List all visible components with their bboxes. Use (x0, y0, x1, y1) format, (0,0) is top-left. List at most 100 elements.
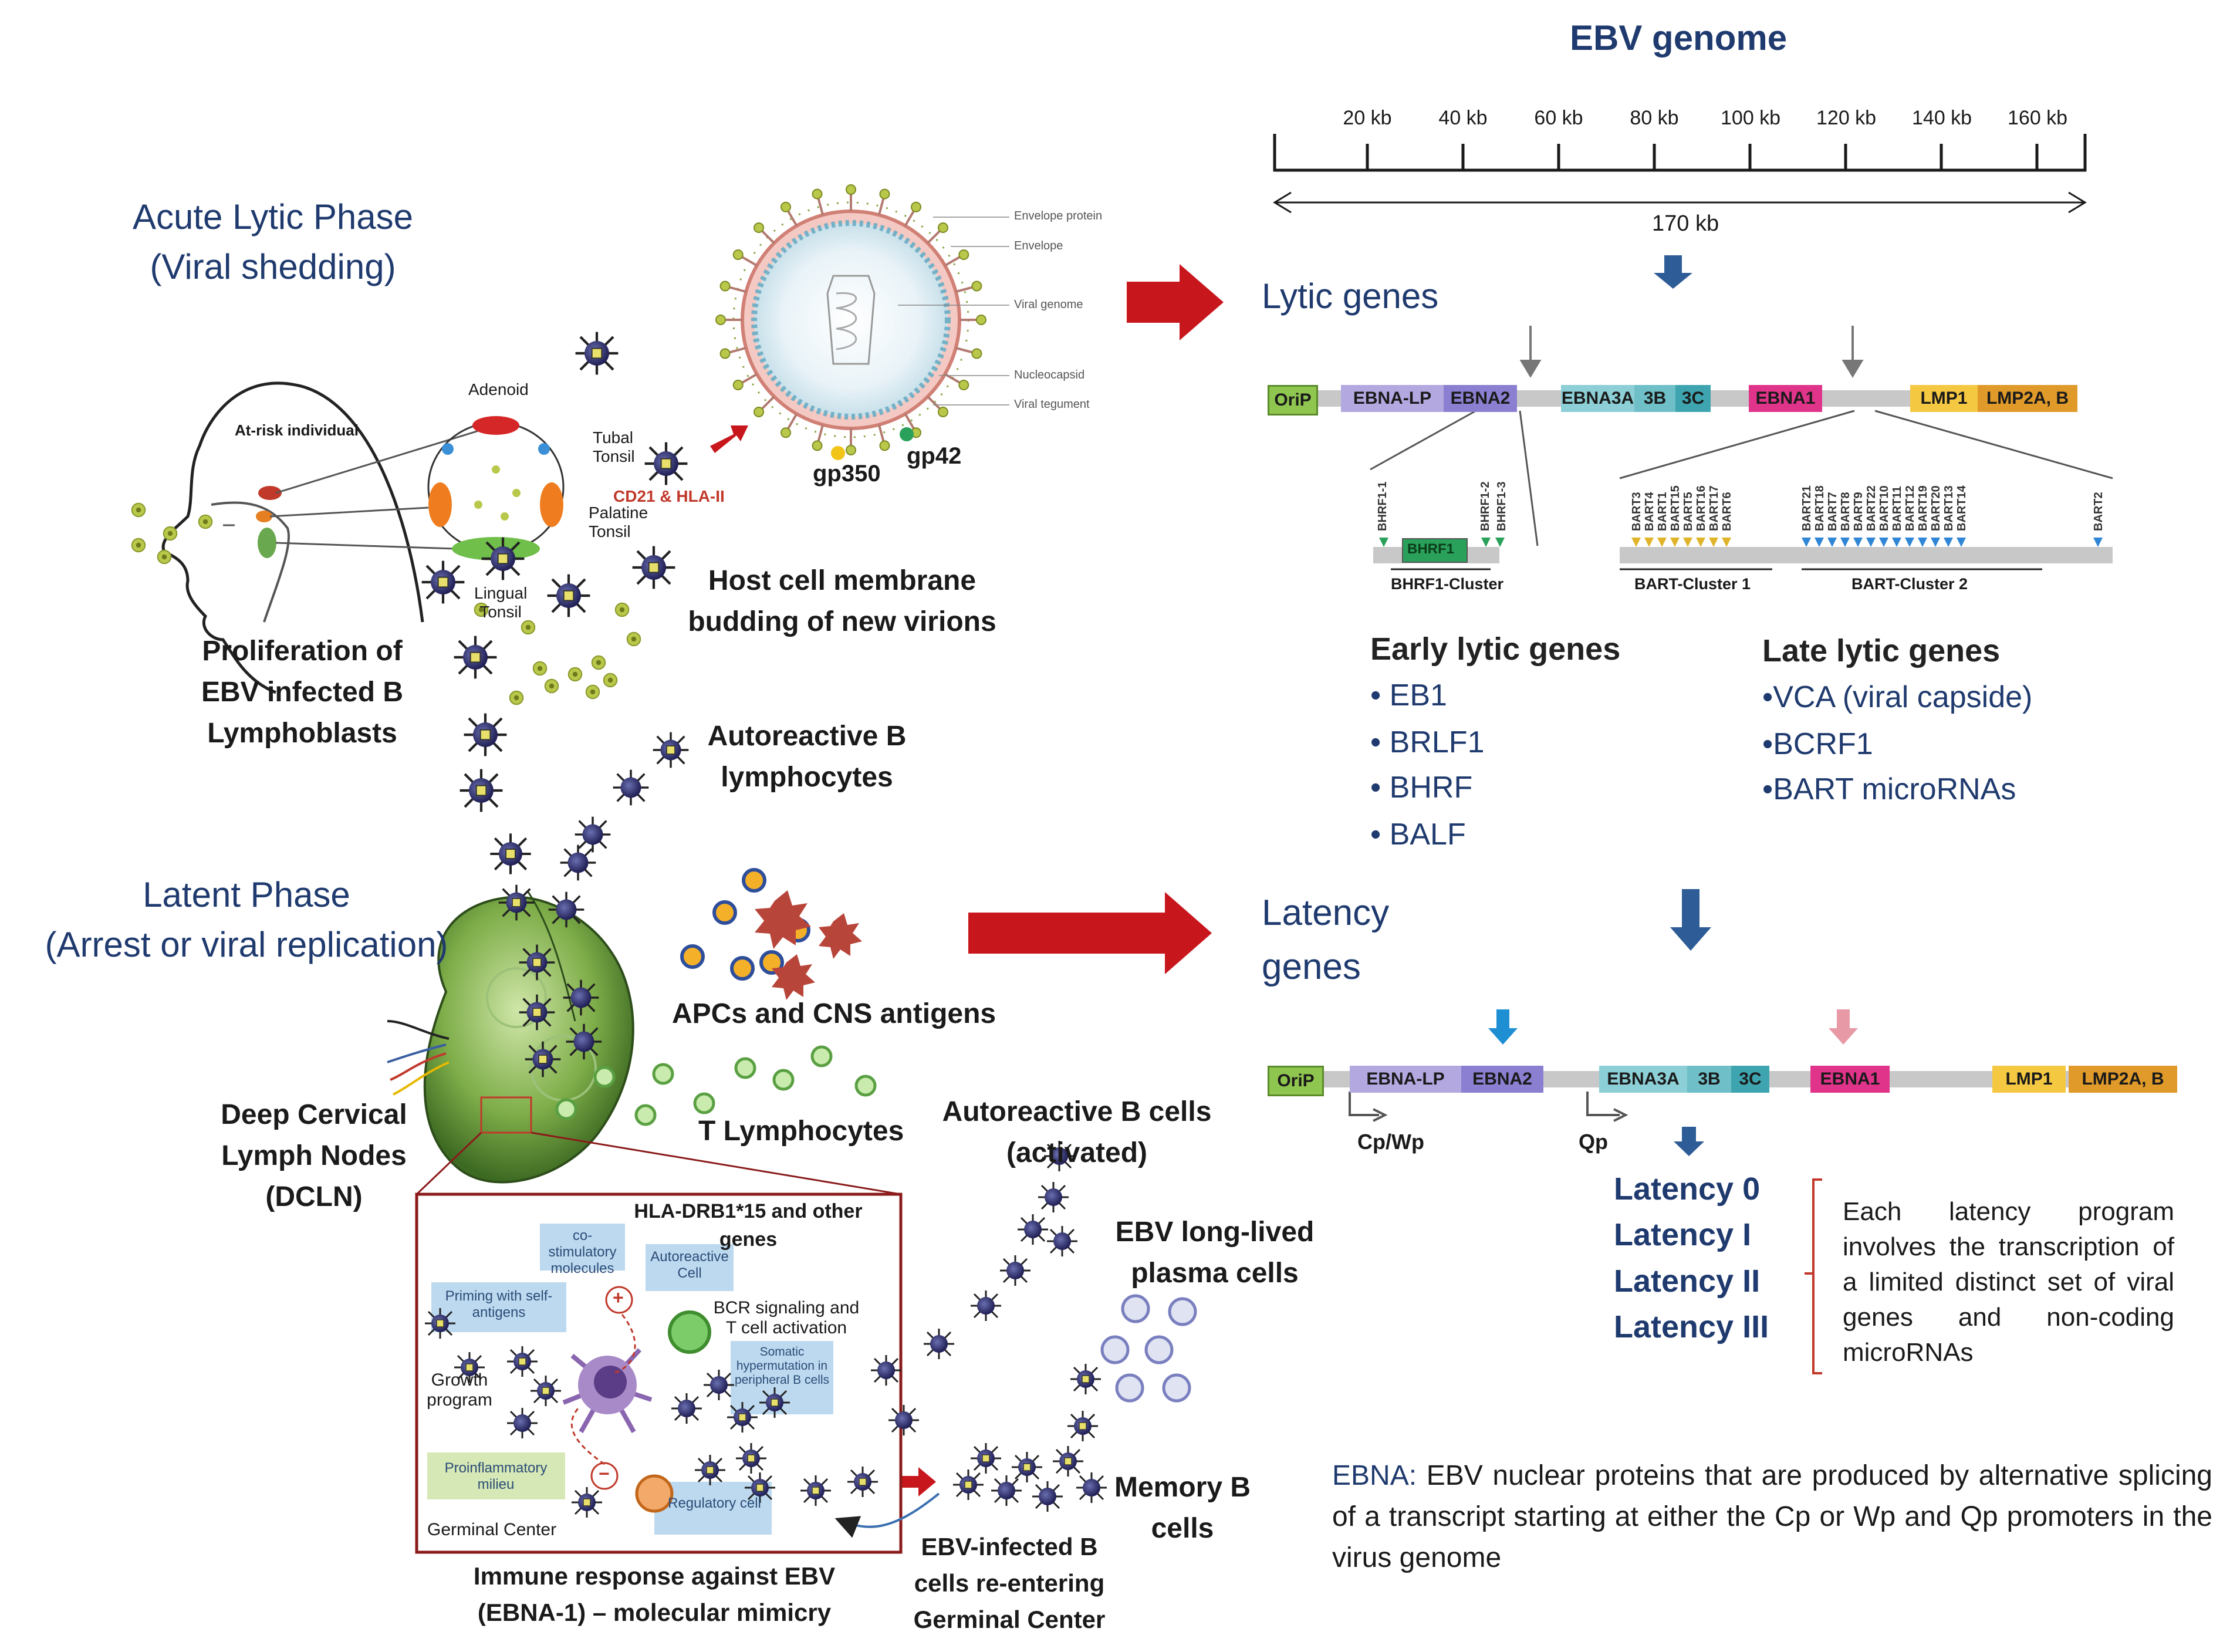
latent-title-1: Latent Phase (143, 875, 350, 914)
ebna-footnote-key: EBNA: (1332, 1460, 1417, 1491)
blue-arrow-1 (1654, 255, 1692, 289)
mirna-marker (1802, 538, 1811, 547)
mirna-marker (1379, 538, 1388, 547)
gene-3c: 3C (1675, 385, 1711, 412)
latency-bracket (1805, 1178, 1822, 1374)
latency-description: Each latency program involves the transc… (1843, 1197, 2174, 1367)
bhrf-label: BHRF1-2 (1479, 481, 1492, 531)
adenoid-label: Adenoid (468, 380, 529, 398)
dcln-label: Deep Cervical Lymph Nodes (DCLN) (221, 1099, 407, 1212)
virion-part: Viral genome (1014, 298, 1083, 311)
latency-level: Latency III (1614, 1309, 1769, 1344)
waldeyer-ring (427, 416, 565, 560)
virion-part: Envelope protein (1014, 210, 1103, 222)
mirna-label: BART22 (1865, 485, 1878, 531)
early-item: • EB1 (1370, 678, 1447, 712)
t-lymphocytes (555, 1045, 877, 1126)
early-item: • BRLF1 (1370, 725, 1485, 759)
bhrf1-box-label: BHRF1 (1407, 541, 1455, 557)
host-budding-label: Host cell membrane budding of new virion… (688, 565, 996, 637)
plasma-cells-label: EBV long-lived plasma cells (1115, 1217, 1315, 1289)
gene-ebna3a: EBNA3A (1561, 385, 1634, 412)
red-arrow-to-lytic (1127, 264, 1224, 340)
mirna-marker (1905, 538, 1914, 547)
mirna-label: BART17 (1708, 485, 1721, 531)
blue-arrow-3 (1674, 1127, 1704, 1156)
mirna-label: BART19 (1917, 485, 1930, 531)
mirna-marker (1722, 538, 1731, 547)
mirna-label: BART14 (1955, 485, 1968, 531)
gene-orip: OriP (1268, 1066, 1324, 1096)
mirna-label: BART4 (1643, 492, 1656, 531)
virion-part: Viral tegument (1014, 398, 1090, 411)
mirna-marker (1853, 538, 1863, 547)
mirna-label: BART2 (2092, 492, 2105, 531)
growth-program-label: Growth program (427, 1370, 492, 1410)
gene-ebna-lp: EBNA-LP (1341, 385, 1444, 412)
mirna-label: BART13 (1942, 485, 1955, 531)
gene-ebna-lp: EBNA-LP (1350, 1066, 1461, 1093)
genome-tick-label: 60 kb (1534, 107, 1583, 129)
acute-title-2: (Viral shedding) (150, 247, 396, 286)
bhrf-label: BHRF1-3 (1495, 481, 1508, 531)
promoter-cp: Cp/Wp (1357, 1130, 1424, 1154)
memory-b-cells-label: Memory B cells (1114, 1472, 1251, 1544)
latency-level: Latency 0 (1614, 1171, 1761, 1207)
red-arrow-to-virion (710, 425, 748, 453)
envelope-glycoprotein (846, 184, 856, 195)
envelope-glycoprotein (937, 222, 948, 234)
tubal-tonsil-label: Tubal Tonsil (593, 428, 635, 465)
late-item: •VCA (viral capside) (1762, 680, 2033, 714)
germinal-center-label: Germinal Center (427, 1520, 557, 1539)
regulatory-cell-label: Regulatory cell (668, 1495, 761, 1511)
envelope-glycoprotein (976, 315, 986, 325)
envelope-glycoprotein (846, 445, 856, 455)
latent-title-2: (Arrest or viral replication) (45, 925, 448, 964)
gene-3b: 3B (1687, 1066, 1731, 1093)
mirna-label: BART12 (1904, 485, 1917, 531)
palatine-tonsil-label: Palatine Tonsil (589, 504, 648, 540)
mirna-marker (1892, 538, 1901, 547)
envelope-glycoprotein (879, 188, 890, 200)
late-lytic-title: Late lytic genes (1762, 633, 2001, 668)
mirna-label: BART6 (1721, 492, 1734, 531)
mirna-marker (1957, 538, 1966, 547)
gene-lmp2ab: LMP2A, B (1978, 385, 2077, 412)
mirna-label: BART20 (1930, 485, 1942, 531)
mirna-marker (2093, 538, 2103, 547)
genome-tick-label: 100 kb (1721, 107, 1781, 129)
envelope-glycoprotein (937, 406, 948, 417)
envelope-glycoprotein (911, 201, 921, 212)
immune-response-label: Immune response against EBV (EBNA-1) – m… (473, 1562, 836, 1626)
early-item: • BALF (1370, 817, 1466, 852)
gp350-label: gp350 (813, 461, 881, 487)
envelope-glycoprotein (715, 315, 726, 325)
envelope-glycoprotein (971, 348, 982, 359)
ebv-virion (732, 201, 969, 438)
pink-arrow-ebna1 (1829, 1009, 1858, 1045)
envelope-glycoprotein (958, 380, 969, 390)
lytic-title: Lytic genes (1262, 276, 1439, 316)
mirna-marker (1631, 538, 1641, 547)
gene-lmp1: LMP1 (1992, 1066, 2066, 1093)
mirna-marker (1944, 538, 1953, 547)
genome-tick-label: 160 kb (2008, 107, 2068, 129)
acute-title-1: Acute Lytic Phase (132, 197, 414, 237)
genome-tick-label: 120 kb (1816, 107, 1877, 129)
mirna-label: BART15 (1669, 485, 1682, 531)
mirna-marker (1827, 538, 1837, 547)
mirna-label: BART18 (1813, 485, 1826, 531)
gene-ebna1: EBNA1 (1810, 1066, 1890, 1093)
red-arrow-to-latency (968, 892, 1212, 974)
blue-arrow-ebna2 (1488, 1009, 1518, 1045)
lingual-tonsil-label: Lingual Tonsil (474, 584, 528, 621)
mirna-marker (1481, 538, 1491, 547)
genome-length: 170 kb (1652, 211, 1719, 236)
ebna-footnote-text: EBV nuclear proteins that are produced b… (1332, 1460, 2212, 1573)
ebna-footnote: EBNA: EBV nuclear proteins that are prod… (1332, 1455, 2212, 1579)
gene-ebna2: EBNA2 (1444, 385, 1517, 412)
bhrf1-cluster-label: BHRF1-Cluster (1391, 575, 1504, 593)
envelope-glycoprotein (879, 440, 890, 451)
